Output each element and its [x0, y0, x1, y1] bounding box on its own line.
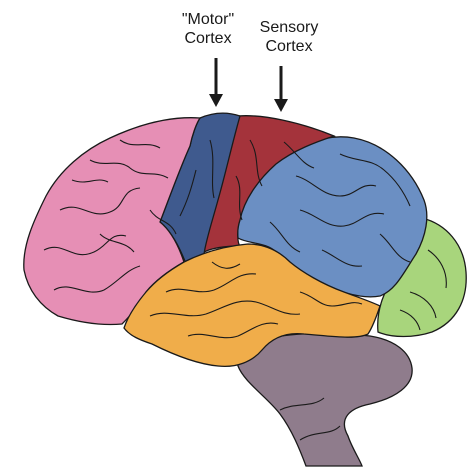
motor-cortex-label-line2: Cortex	[184, 30, 232, 47]
brain-gyri-lines	[43, 139, 447, 441]
sensory-cortex-label-line1: Sensory	[259, 19, 319, 36]
sensory-cortex-arrow	[274, 66, 288, 112]
motor-cortex-label-line1: "Motor"	[181, 11, 235, 28]
brainstem-region	[236, 332, 413, 467]
motor-cortex-label: "Motor" Cortex	[172, 10, 244, 48]
motor-cortex-arrow	[209, 58, 223, 107]
sensory-cortex-label-line2: Cortex	[265, 38, 313, 55]
sensory-cortex-label: Sensory Cortex	[250, 18, 328, 56]
frontal-lobe-region	[23, 117, 202, 326]
